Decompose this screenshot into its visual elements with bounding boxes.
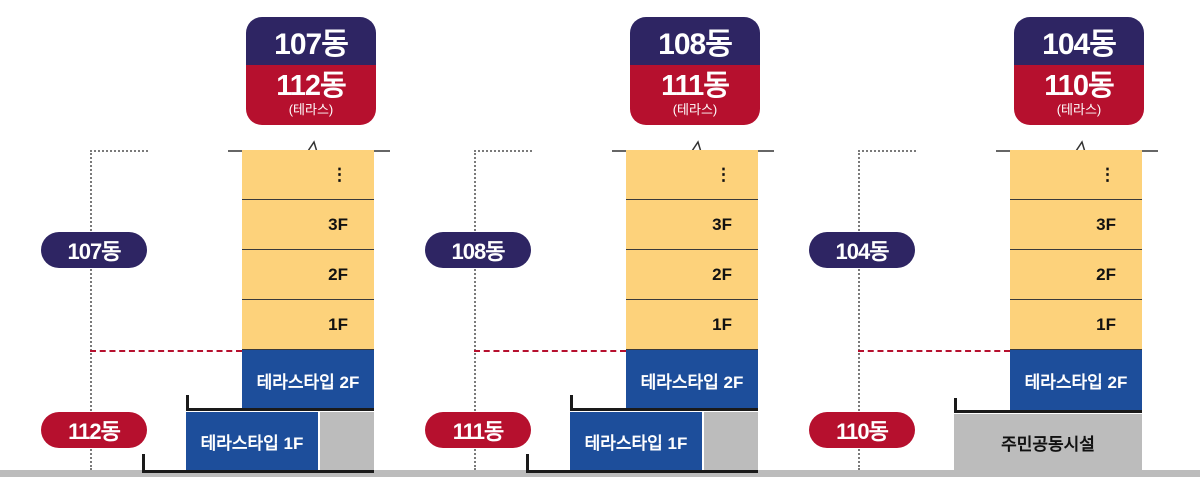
upper-building-label: 107동: [246, 17, 376, 65]
terrace-note: (테라스): [288, 102, 334, 117]
terrace-note: (테라스): [672, 102, 718, 117]
top-badge: 107동 112동 (테라스): [246, 17, 376, 125]
floor-1f: 1F: [242, 300, 374, 350]
height-guide-line: [858, 150, 860, 470]
lower-building-label: 112동: [276, 70, 346, 102]
height-guide-line: [474, 150, 476, 470]
terrace-1f-block: 테라스타입 1F: [570, 412, 702, 470]
upper-building-pill: 107동: [41, 232, 147, 268]
floor-divider-line: [474, 350, 626, 352]
building-section-1: 107동 112동 (테라스) 107동 112동 ⋮ 3F 2F 1F 테라스…: [0, 0, 390, 492]
base-line: [142, 470, 374, 473]
terrace-rail: [570, 395, 573, 411]
terrace-note: (테라스): [1056, 102, 1102, 117]
terrace-2f-block: 테라스타입 2F: [626, 350, 758, 410]
floor-3f: 3F: [242, 200, 374, 250]
floor-ellipsis: ⋮: [242, 150, 374, 200]
floor-ellipsis: ⋮: [1010, 150, 1142, 200]
floor-3f: 3F: [626, 200, 758, 250]
top-badge: 108동 111동 (테라스): [630, 17, 760, 125]
floor-1f: 1F: [1010, 300, 1142, 350]
floor-2f: 2F: [242, 250, 374, 300]
lower-building-pill: 112동: [41, 412, 147, 448]
upper-building-pill: 104동: [809, 232, 915, 268]
floor-3f: 3F: [1010, 200, 1142, 250]
floor-divider-line: [90, 350, 242, 352]
floor-ellipsis: ⋮: [626, 150, 758, 200]
lower-building-label: 110동: [1044, 70, 1114, 102]
upper-building-label: 104동: [1014, 17, 1144, 65]
service-block: [320, 412, 374, 470]
community-rail: [954, 398, 957, 413]
terrace-2f-block: 테라스타입 2F: [242, 350, 374, 410]
upper-building-label: 108동: [630, 17, 760, 65]
building-section-2: 108동 111동 (테라스) 108동 111동 ⋮ 3F 2F 1F 테라스…: [384, 0, 774, 492]
terrace-2f-block: 테라스타입 2F: [1010, 350, 1142, 410]
height-guide-top: [858, 150, 916, 152]
top-badge: 104동 110동 (테라스): [1014, 17, 1144, 125]
ground-line: [0, 470, 1200, 477]
floor-1f: 1F: [626, 300, 758, 350]
floor-divider-line: [858, 350, 1010, 352]
upper-building-pill: 108동: [425, 232, 531, 268]
base-rail: [142, 454, 145, 473]
building-section-3: 104동 110동 (테라스) 104동 110동 ⋮ 3F 2F 1F 테라스…: [768, 0, 1158, 492]
service-block: [704, 412, 758, 470]
height-guide-top: [474, 150, 532, 152]
floor-2f: 2F: [1010, 250, 1142, 300]
terrace-1f-block: 테라스타입 1F: [186, 412, 318, 470]
terrace-slab-line: [570, 408, 758, 411]
height-guide-line: [90, 150, 92, 470]
base-line: [526, 470, 758, 473]
terrace-slab-line: [186, 408, 374, 411]
base-rail: [526, 454, 529, 473]
height-guide-top: [90, 150, 148, 152]
terrace-rail: [186, 395, 189, 411]
community-slab-line: [954, 410, 1142, 413]
community-facility-block: 주민공동시설: [954, 414, 1142, 470]
lower-building-pill: 111동: [425, 412, 531, 448]
floor-2f: 2F: [626, 250, 758, 300]
lower-building-pill: 110동: [809, 412, 915, 448]
lower-building-label: 111동: [661, 70, 730, 102]
